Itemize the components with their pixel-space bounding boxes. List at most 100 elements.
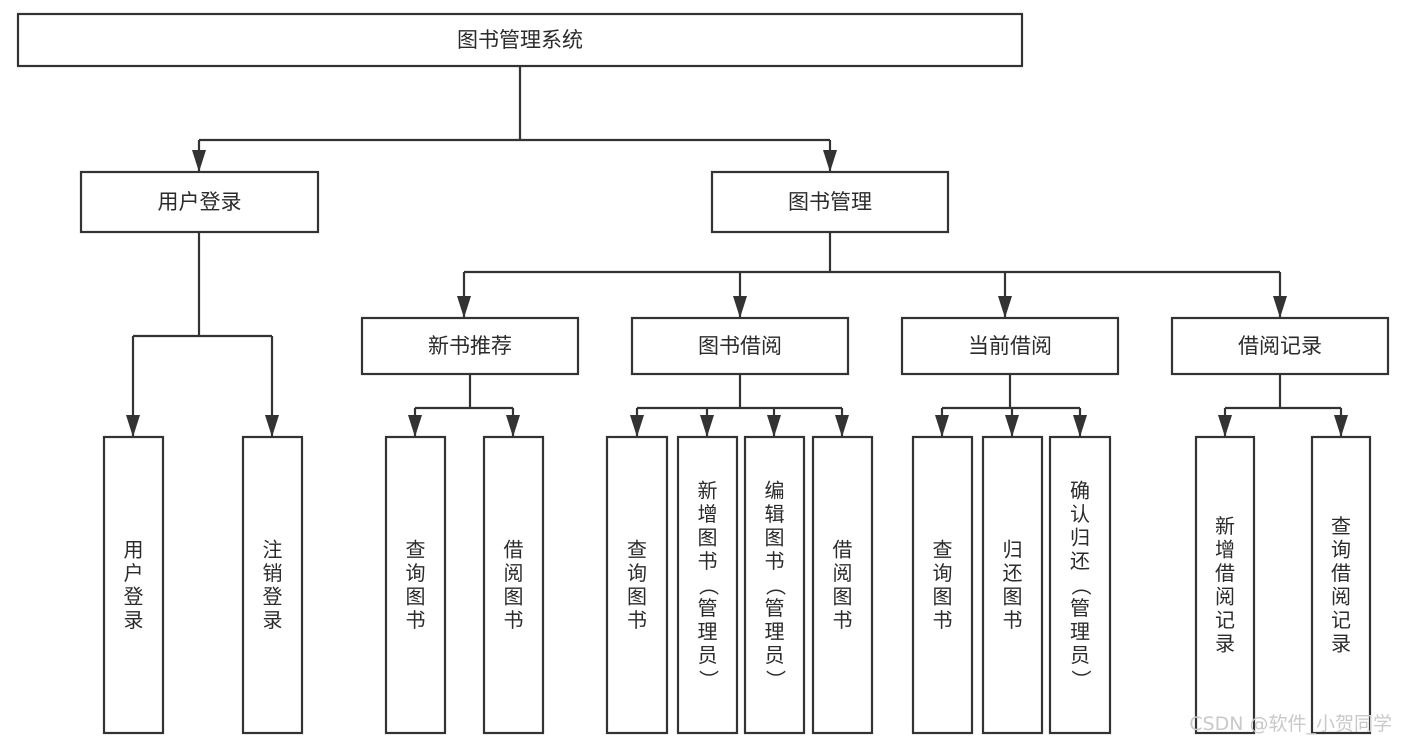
node-leaf-confirm-return-label-char: 员 xyxy=(1070,643,1090,667)
node-leaf-edit-book-label-char: 员 xyxy=(765,643,785,667)
node-leaf-user-login[interactable]: 用户登录 xyxy=(102,435,165,735)
node-leaf-user-logout-box[interactable] xyxy=(241,435,304,735)
edge-user-login-bus xyxy=(133,232,272,338)
node-leaf-borrow-book-1-box[interactable] xyxy=(482,435,545,735)
node-leaf-query-book-2-label-char: 查 xyxy=(627,537,647,561)
node-leaf-add-book-label-char: （ xyxy=(697,576,721,596)
node-leaf-query-record-box[interactable] xyxy=(1310,435,1372,735)
node-borrow-record-box[interactable] xyxy=(1170,316,1390,376)
node-leaf-return-book-label-char: 图 xyxy=(1003,584,1023,608)
node-leaf-query-record-label-char: 询 xyxy=(1331,537,1351,561)
node-leaf-add-book-label-char: 增 xyxy=(698,502,718,526)
edge-to-leaf-user-login xyxy=(126,336,140,437)
node-layer: 图书管理系统用户登录图书管理新书推荐图书借阅当前借阅借阅记录用户登录注销登录查询… xyxy=(16,12,1390,735)
node-leaf-query-book-3-label-char: 图 xyxy=(933,584,953,608)
node-root[interactable]: 图书管理系统 xyxy=(16,12,1024,68)
node-borrow-record[interactable]: 借阅记录 xyxy=(1170,316,1390,376)
node-leaf-add-record-box[interactable] xyxy=(1194,435,1256,735)
node-leaf-edit-book-label-char: 辑 xyxy=(765,502,785,526)
node-leaf-return-book-label-char: 书 xyxy=(1003,608,1023,632)
node-book-borrow[interactable]: 图书借阅 xyxy=(630,316,850,376)
edge-bus-user-login-arrow-icon xyxy=(192,150,206,172)
node-leaf-add-book-label-char: 图 xyxy=(698,526,718,550)
node-book-borrow-label: 图书借阅 xyxy=(698,334,782,358)
node-leaf-confirm-return-label-char: 理 xyxy=(1070,620,1090,644)
node-root-box[interactable] xyxy=(16,12,1024,68)
node-leaf-borrow-book-1-label-char: 借 xyxy=(504,537,524,561)
node-leaf-query-book-1-label-char: 查 xyxy=(406,537,426,561)
node-leaf-add-book-label-char: 新 xyxy=(698,479,718,503)
edge-bus-borrow-record-arrow-icon xyxy=(1273,296,1287,318)
node-leaf-user-login-box[interactable] xyxy=(102,435,165,735)
node-leaf-query-book-1-box[interactable] xyxy=(384,435,447,735)
node-leaf-borrow-book-1-label-char: 阅 xyxy=(504,561,524,585)
edge-borrow-record-bus xyxy=(1225,374,1341,410)
node-leaf-borrow-book-2-label-char: 阅 xyxy=(833,561,853,585)
node-book-manage[interactable]: 图书管理 xyxy=(710,170,950,234)
edge-to-leaf-borrow-2 xyxy=(835,408,849,437)
node-current-borrow[interactable]: 当前借阅 xyxy=(900,316,1120,376)
node-leaf-add-record-label-char: 录 xyxy=(1215,631,1235,655)
edge-bus-book-manage-arrow-icon xyxy=(823,150,837,172)
node-leaf-query-book-3-label-char: 查 xyxy=(933,537,953,561)
node-leaf-query-record-label-char: 阅 xyxy=(1331,584,1351,608)
node-leaf-query-book-2-label-char: 询 xyxy=(627,561,647,585)
edge-bus-book-manage xyxy=(823,140,837,172)
node-leaf-add-book-label-char: 书 xyxy=(698,549,718,573)
connector-layer xyxy=(126,66,1348,437)
edge-to-leaf-query-1 xyxy=(408,408,422,437)
node-leaf-add-record-label-char: 借 xyxy=(1215,561,1235,585)
node-leaf-borrow-book-2-box[interactable] xyxy=(811,435,874,735)
node-new-book-recommend[interactable]: 新书推荐 xyxy=(360,316,580,376)
node-leaf-add-record-label-char: 记 xyxy=(1215,608,1235,632)
node-leaf-add-book-box[interactable] xyxy=(676,435,739,735)
edge-to-leaf-borrow-1 xyxy=(506,408,520,437)
node-leaf-edit-book-box[interactable] xyxy=(743,435,806,735)
edge-root-bus xyxy=(199,66,830,142)
node-leaf-confirm-return-label-char: 认 xyxy=(1070,502,1090,526)
edge-bus-current-borrow xyxy=(998,272,1012,318)
node-leaf-add-record-label-char: 阅 xyxy=(1215,584,1235,608)
node-leaf-borrow-book-1-label-char: 图 xyxy=(504,584,524,608)
node-leaf-edit-book-label-char: ） xyxy=(764,670,788,690)
node-user-login[interactable]: 用户登录 xyxy=(79,170,320,234)
node-leaf-confirm-return-box[interactable] xyxy=(1048,435,1112,735)
node-user-login-box[interactable] xyxy=(79,170,320,234)
node-new-book-recommend-label: 新书推荐 xyxy=(428,334,512,358)
node-current-borrow-box[interactable] xyxy=(900,316,1120,376)
node-leaf-user-logout-label-char: 销 xyxy=(263,561,283,585)
node-leaf-confirm-return-label-char: 还 xyxy=(1070,549,1090,573)
edge-bus-new-book xyxy=(457,272,471,318)
node-current-borrow-label: 当前借阅 xyxy=(968,334,1052,358)
node-leaf-query-book-3-label-char: 询 xyxy=(933,561,953,585)
node-book-manage-box[interactable] xyxy=(710,170,950,234)
edge-to-leaf-add-record-arrow-icon xyxy=(1218,415,1232,437)
node-book-borrow-box[interactable] xyxy=(630,316,850,376)
edge-bus-user-login xyxy=(192,140,206,172)
node-leaf-add-book-label-char: 管 xyxy=(698,596,718,620)
node-new-book-recommend-box[interactable] xyxy=(360,316,580,376)
node-leaf-add-record-label-char: 新 xyxy=(1215,514,1235,538)
node-leaf-confirm-return-label-char: 管 xyxy=(1070,596,1090,620)
node-leaf-query-record-label-char: 录 xyxy=(1331,631,1351,655)
node-leaf-confirm-return-label-char: 确 xyxy=(1070,479,1090,503)
node-leaf-query-book-3-box[interactable] xyxy=(911,435,974,735)
node-leaf-query-book-2-box[interactable] xyxy=(605,435,669,735)
edge-to-leaf-query-record xyxy=(1334,408,1348,437)
node-leaf-edit-book-label-char: 书 xyxy=(765,549,785,573)
node-leaf-query-book-3-label-char: 书 xyxy=(933,608,953,632)
node-leaf-return-book-box[interactable] xyxy=(981,435,1044,735)
csdn-watermark: CSDN @软件_小贺同学 xyxy=(1189,713,1392,735)
